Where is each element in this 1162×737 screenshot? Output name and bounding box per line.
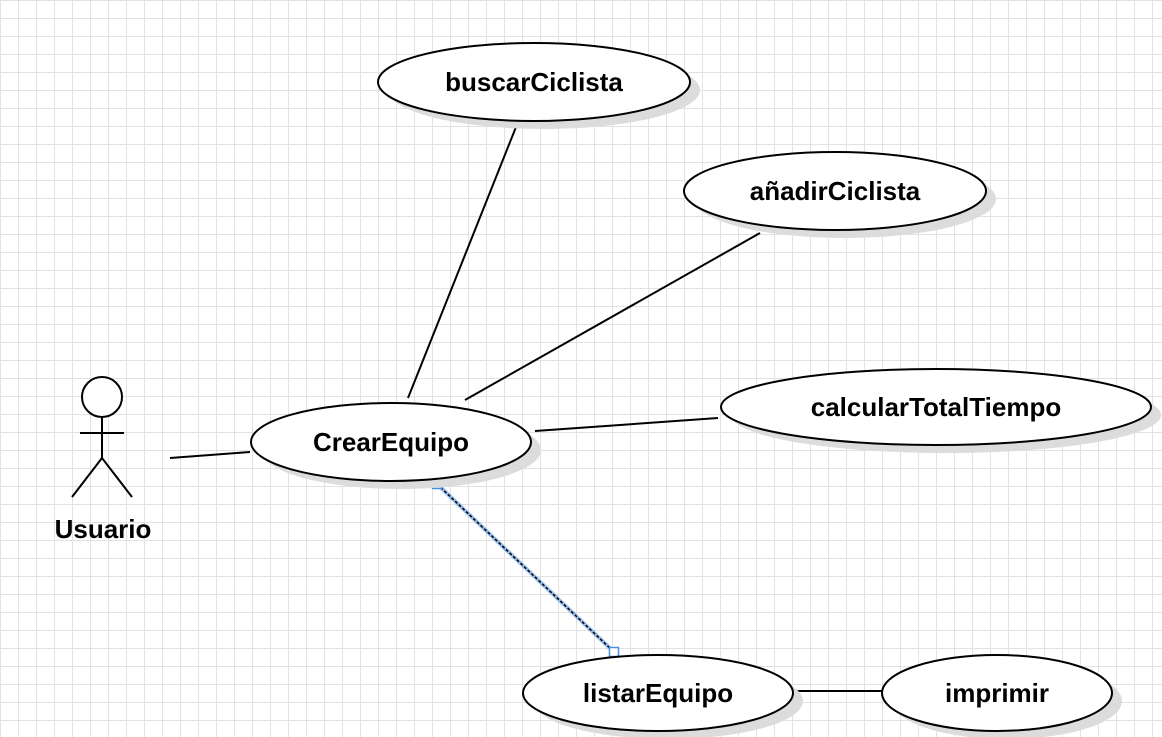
actor-head	[81, 376, 123, 418]
use-case-ellipse	[881, 654, 1113, 732]
actor-leg-left	[71, 457, 103, 498]
edge-actor-crearequipo[interactable]	[169, 451, 251, 459]
actor-label: Usuario	[55, 514, 152, 544]
use-case-label: imprimir	[945, 678, 1049, 708]
edge-crearequipo-buscarciclista[interactable]	[407, 121, 519, 399]
use-case-anadirciclista[interactable]: añadirCiclista	[683, 151, 996, 238]
selection-handle-end[interactable]	[608, 646, 620, 658]
actor-usuario[interactable]: Usuario	[55, 376, 152, 544]
edge-crearequipo-calculartotaltiempo[interactable]	[534, 417, 719, 432]
use-case-imprimir[interactable]: imprimir	[881, 654, 1122, 737]
use-case-crearequipo[interactable]: CrearEquipo	[250, 402, 541, 489]
use-case-label: buscarCiclista	[445, 67, 623, 97]
edge-crearequipo-listarequipo[interactable]	[431, 478, 620, 658]
use-case-ellipse	[377, 42, 691, 122]
edge-crearequipo-anadirciclista[interactable]	[464, 232, 761, 401]
use-case-label: calcularTotalTiempo	[811, 392, 1061, 422]
use-case-ellipse	[683, 151, 987, 231]
use-case-listarequipo[interactable]: listarEquipo	[522, 654, 803, 737]
actor-leg-right	[101, 457, 133, 498]
use-case-ellipse	[250, 402, 532, 482]
use-case-buscarciclista[interactable]: buscarCiclista	[377, 42, 700, 129]
use-case-label: CrearEquipo	[313, 427, 469, 457]
use-case-ellipse	[720, 368, 1152, 446]
use-case-label: listarEquipo	[583, 678, 733, 708]
use-case-ellipse	[522, 654, 794, 732]
use-case-calculartotaltiempo[interactable]: calcularTotalTiempo	[720, 368, 1161, 453]
use-case-label: añadirCiclista	[750, 176, 921, 206]
